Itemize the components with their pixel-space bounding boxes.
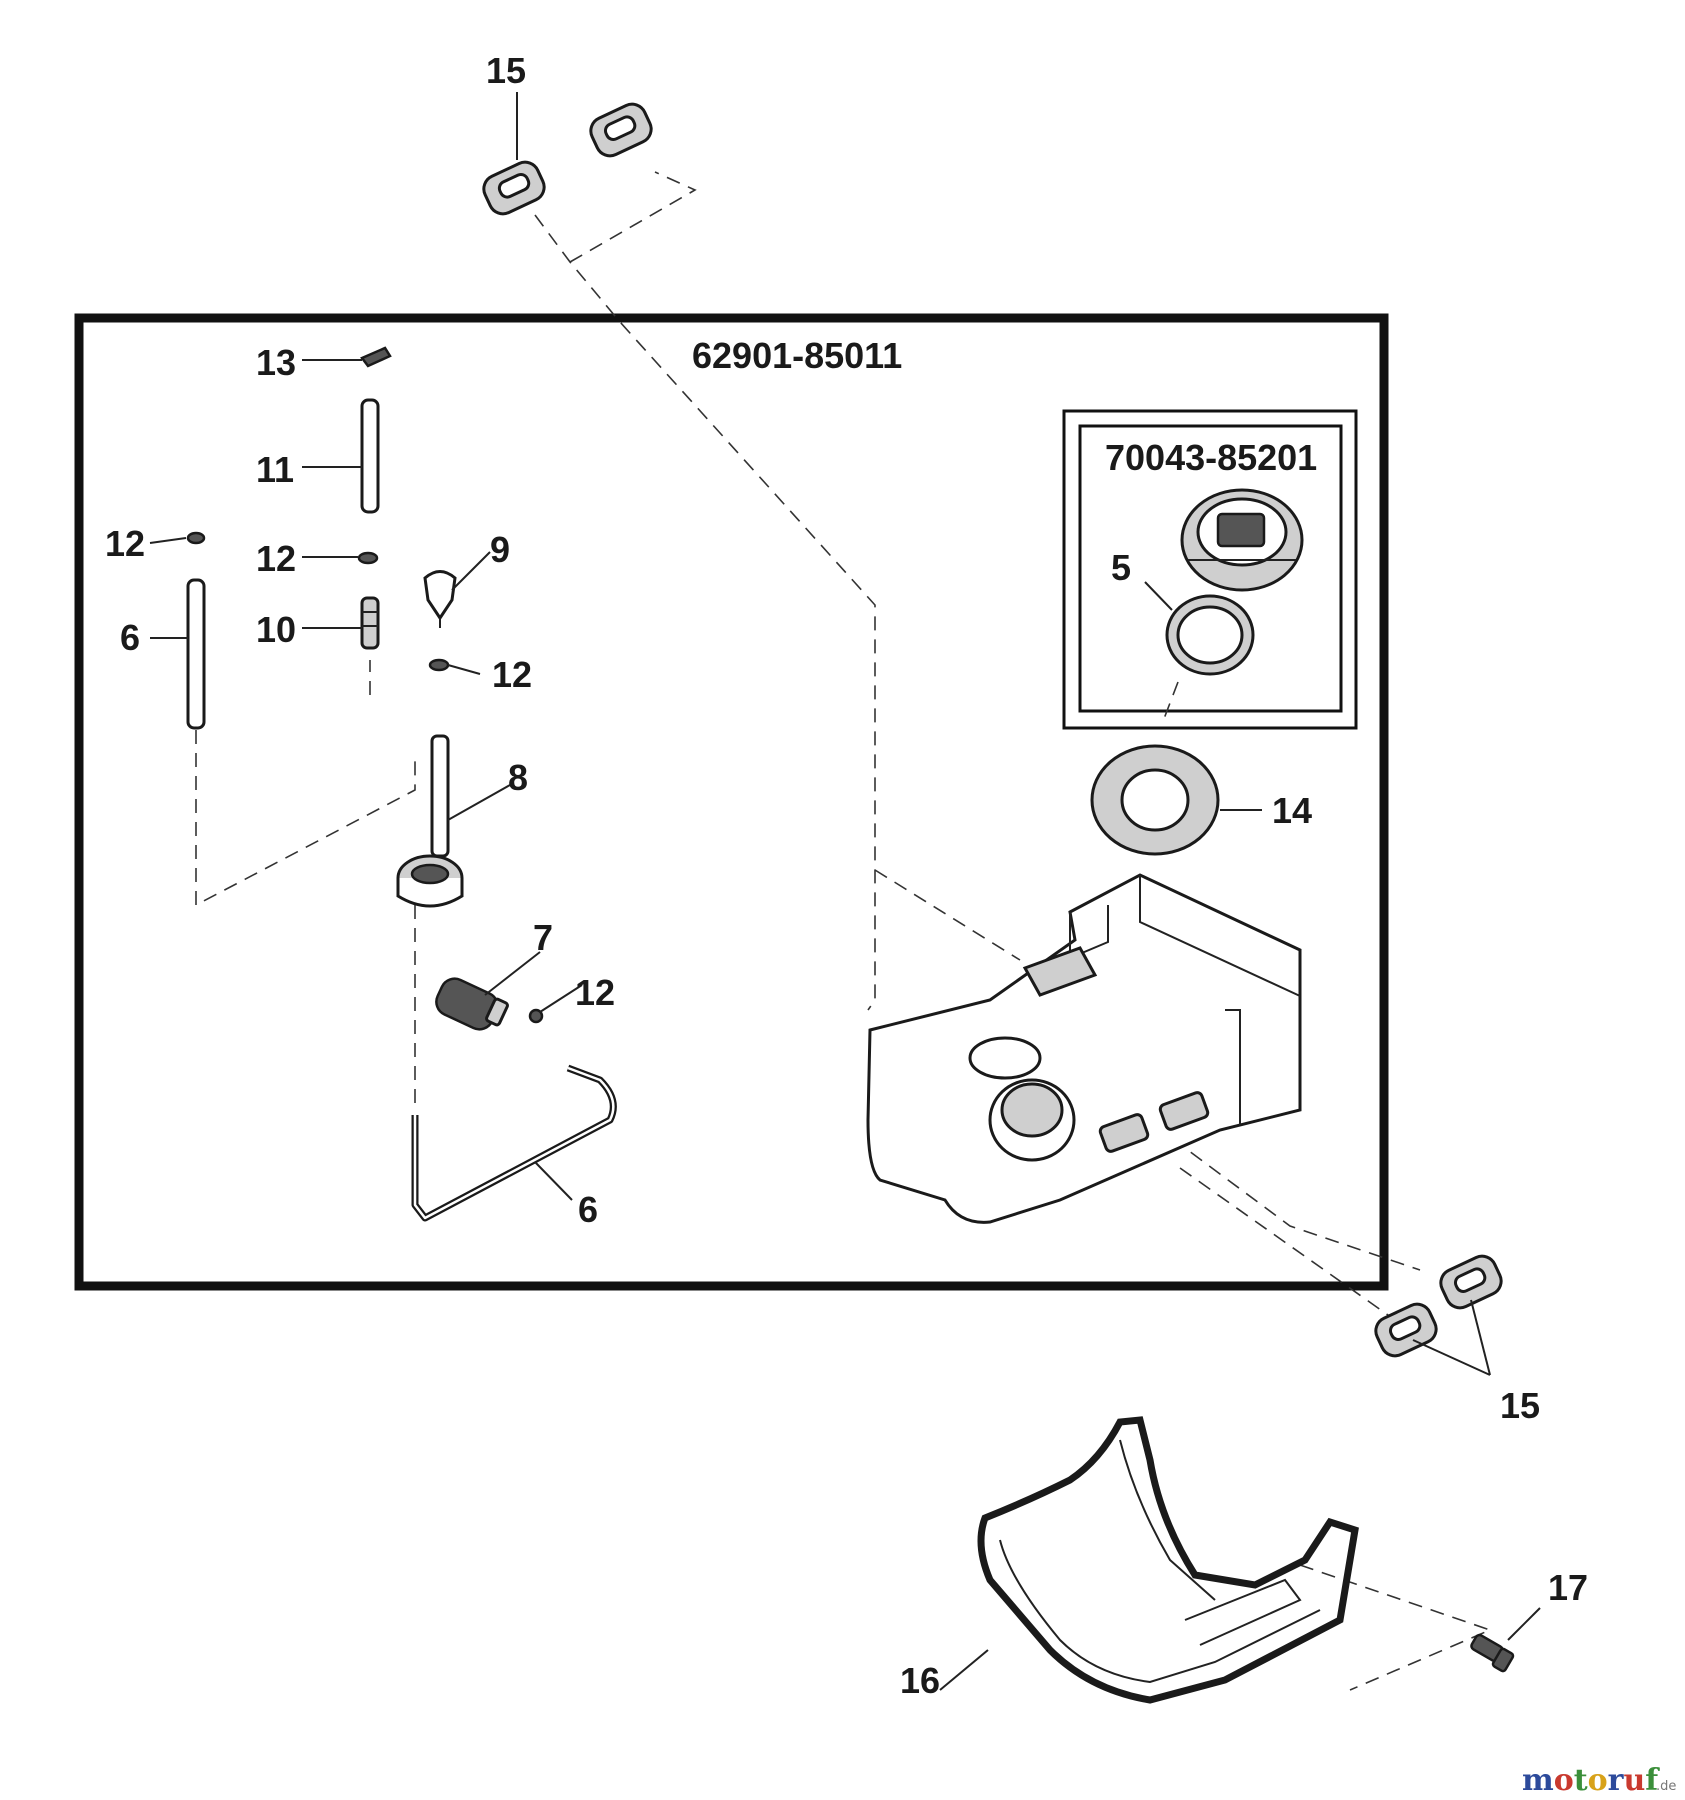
clip-part-12-right xyxy=(428,658,450,672)
callout-8: 8 xyxy=(508,757,528,798)
callout-9: 9 xyxy=(490,529,510,570)
cap-subassembly-frame xyxy=(1062,409,1358,730)
leader-lines xyxy=(149,92,1541,1691)
watermark-logo: motoruf.de xyxy=(1522,1763,1676,1798)
callout-15-top: 15 xyxy=(486,50,526,91)
watermark-suffix: .de xyxy=(1656,1779,1676,1794)
tube-part-11 xyxy=(360,398,380,514)
fuel-tank xyxy=(866,873,1302,1224)
grommet-part-15-top-a xyxy=(482,160,546,216)
grommet-part-15-right-a xyxy=(1374,1302,1438,1358)
callout-17: 17 xyxy=(1548,1567,1588,1608)
watermark-letter: r xyxy=(1608,1763,1625,1798)
callout-13: 13 xyxy=(256,342,296,383)
watermark-letter: u xyxy=(1623,1763,1645,1798)
clip-part-12-left xyxy=(186,531,206,545)
assembly-frame xyxy=(74,313,1389,1291)
fuel-cap xyxy=(1180,488,1304,592)
callout-12-right: 12 xyxy=(492,654,532,695)
callout-12-low: 12 xyxy=(575,972,615,1013)
screw-part-17 xyxy=(1470,1633,1515,1673)
hose-part-6-straight xyxy=(186,578,206,730)
callout-15-right: 15 xyxy=(1500,1385,1540,1426)
callout-7: 7 xyxy=(533,917,553,958)
vent-part-9 xyxy=(423,570,457,628)
assembly-dashed-lines xyxy=(195,171,1493,1691)
watermark-letter: f xyxy=(1645,1763,1660,1798)
clip-part-12-low xyxy=(528,1008,544,1024)
valve-part-10 xyxy=(360,596,380,650)
watermark-text: motoruf xyxy=(1522,1763,1660,1798)
clip-part-13 xyxy=(360,346,392,368)
assembly-number-cap: 70043-85201 xyxy=(1105,437,1317,478)
callout-10: 10 xyxy=(256,609,296,650)
pickup-grommet-part-8 xyxy=(396,734,464,908)
tank-guard-part-16 xyxy=(977,1416,1359,1704)
watermark-letter: m xyxy=(1522,1763,1554,1798)
callout-16: 16 xyxy=(900,1660,940,1701)
gasket-part-5 xyxy=(1165,594,1255,676)
callout-12-left: 12 xyxy=(105,523,145,564)
callout-6-left: 6 xyxy=(120,617,140,658)
callout-6-bottom: 6 xyxy=(578,1189,598,1230)
grommet-part-15-right-b xyxy=(1439,1254,1503,1310)
clip-part-12-mid xyxy=(357,551,379,565)
washer-part-14 xyxy=(1090,744,1220,856)
callout-14: 14 xyxy=(1272,790,1312,831)
assembly-number-main: 62901-85011 xyxy=(692,335,902,376)
callout-5: 5 xyxy=(1111,547,1131,588)
grommet-part-15-top-b xyxy=(589,102,653,158)
callout-11: 11 xyxy=(256,449,294,490)
watermark-letter: o xyxy=(1588,1763,1608,1798)
fuel-filter-part-7 xyxy=(435,977,509,1031)
callout-12-mid: 12 xyxy=(256,538,296,579)
watermark-letter: o xyxy=(1554,1763,1574,1798)
watermark-letter: t xyxy=(1574,1763,1588,1798)
